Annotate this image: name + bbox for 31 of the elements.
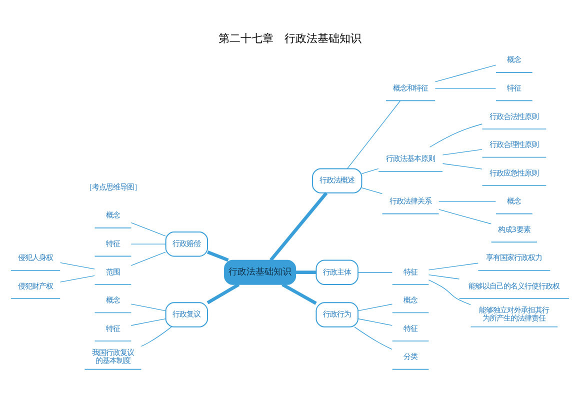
connector: [130, 318, 166, 326]
connector: [361, 168, 379, 174]
connector: [282, 283, 317, 305]
connector: [438, 209, 492, 224]
connector: [361, 187, 383, 194]
connector: [130, 222, 166, 236]
connector: [438, 201, 496, 202]
connector: [434, 88, 496, 89]
connector: [206, 283, 240, 304]
connector: [296, 270, 316, 274]
connector: [354, 326, 392, 350]
connector: [358, 272, 392, 273]
connector: [130, 252, 166, 266]
connector: [206, 250, 229, 262]
connector: [428, 274, 460, 280]
connector: [429, 124, 482, 148]
connector: [358, 318, 392, 326]
connector: [442, 149, 482, 156]
connector: [442, 163, 482, 170]
connector: [60, 275, 95, 282]
node-box: 行政法基础知识: [224, 260, 296, 285]
diagram-title: 第二十七章 行政法基础知识: [218, 32, 362, 45]
connector: [428, 262, 478, 270]
connector: [358, 304, 392, 312]
connector: [434, 64, 496, 82]
connector: [428, 280, 471, 306]
connector: [269, 192, 328, 262]
connector: [130, 304, 166, 312]
connector: [141, 326, 172, 347]
connector: [347, 100, 401, 169]
connector: [60, 262, 95, 270]
